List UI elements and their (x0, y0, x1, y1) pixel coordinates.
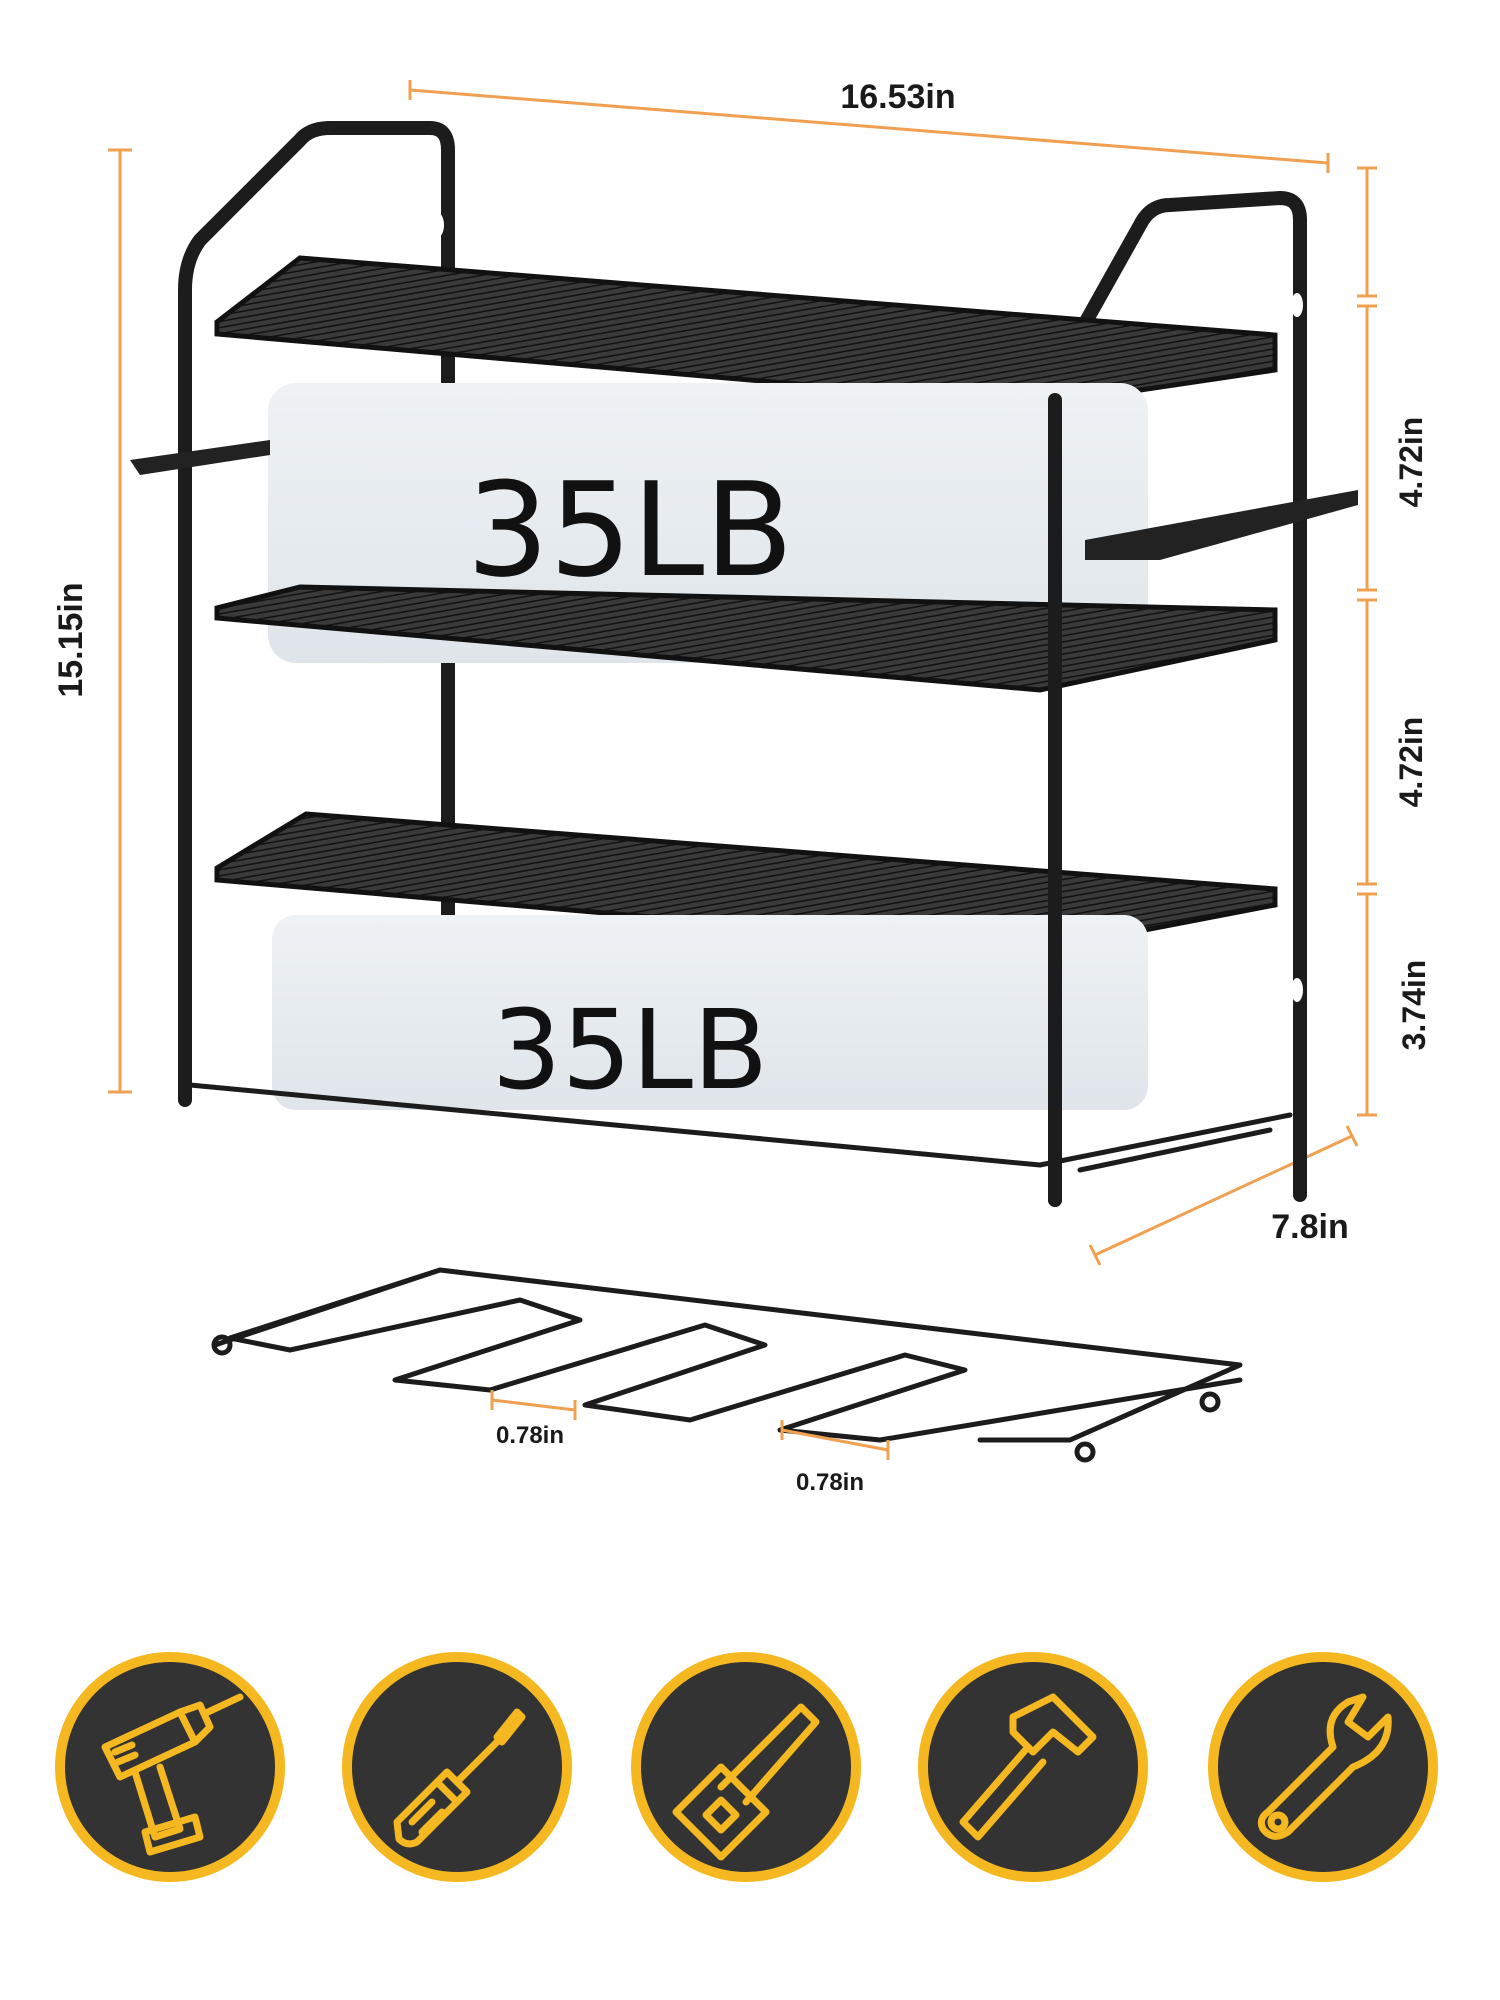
depth-dimension (1088, 1125, 1359, 1266)
hammer-icon (918, 1652, 1148, 1882)
lower-load-label: 35LB (492, 986, 769, 1114)
screwdriver-icon (342, 1652, 572, 1882)
height-dimension (108, 148, 132, 1094)
slot-gap-1-label: 0.78in (496, 1422, 564, 1449)
tier-middle-label: 4.72in (1393, 717, 1429, 808)
tier-bottom-label: 3.74in (1396, 960, 1432, 1051)
depth-label: 7.8in (1271, 1208, 1348, 1246)
lower-load-box (272, 915, 1148, 1110)
wrench-icon (1208, 1652, 1438, 1882)
upper-load-label: 35LB (466, 454, 793, 606)
saw-icon (631, 1652, 861, 1882)
slot-gap-dimensions (490, 1390, 890, 1460)
rack-frame: 35LB 35LB (130, 121, 1358, 1207)
height-label: 15.15in (52, 582, 90, 697)
width-label: 16.53in (840, 78, 955, 116)
tool-holder-rail (211, 1267, 1243, 1463)
width-dimension (408, 80, 1330, 173)
tier-dimensions (1357, 166, 1377, 1117)
drill-icon (55, 1652, 285, 1882)
middle-shelf (214, 584, 1278, 693)
tier-top-label: 4.72in (1393, 417, 1429, 508)
slot-gap-2-label: 0.78in (796, 1469, 864, 1496)
